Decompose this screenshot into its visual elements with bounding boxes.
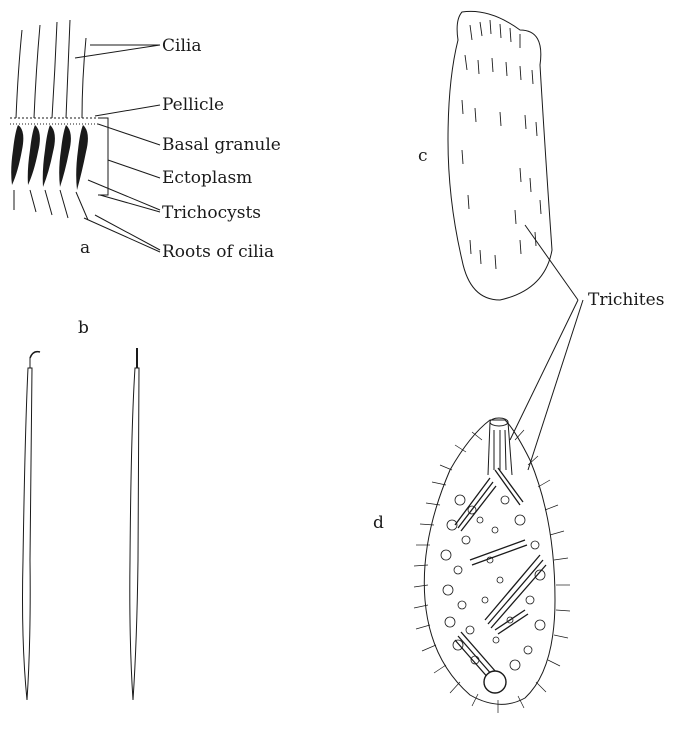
leader-lines-a — [75, 45, 160, 252]
trichocyst-shape — [43, 125, 55, 187]
label-cilia: Cilia — [162, 38, 201, 55]
label-trichites: Trichites — [588, 292, 664, 309]
ectoplasm-border — [98, 118, 108, 195]
trichocyst-shape — [11, 125, 23, 185]
panel-letter-b: b — [78, 320, 89, 337]
label-roots-of-cilia: Roots of cilia — [162, 244, 274, 261]
panel-letter-a: a — [80, 240, 90, 257]
label-pellicle: Pellicle — [162, 97, 224, 114]
cilium-line — [52, 22, 57, 118]
extruded-trichocysts — [23, 348, 140, 700]
trichocyst-shape — [76, 125, 88, 190]
trichocyst-shape — [28, 125, 40, 185]
cilium-line — [16, 30, 22, 118]
trichocyst-shape — [59, 125, 71, 187]
cell-d-outline — [424, 420, 555, 704]
panel-letter-d: d — [373, 515, 384, 532]
ectoplasm-section-diagram — [10, 20, 108, 220]
cell-c-outline — [448, 11, 552, 300]
label-trichocysts: Trichocysts — [162, 205, 261, 222]
cell-c-diagram — [448, 11, 552, 300]
contractile-vacuole — [484, 671, 506, 693]
panel-letter-c: c — [418, 148, 428, 165]
cell-d-diagram — [414, 418, 570, 713]
label-basal-granule: Basal granule — [162, 137, 281, 154]
label-ectoplasm: Ectoplasm — [162, 170, 252, 187]
cilium-line — [82, 38, 86, 118]
cilium-line — [66, 20, 70, 118]
cilium-line — [34, 25, 40, 118]
